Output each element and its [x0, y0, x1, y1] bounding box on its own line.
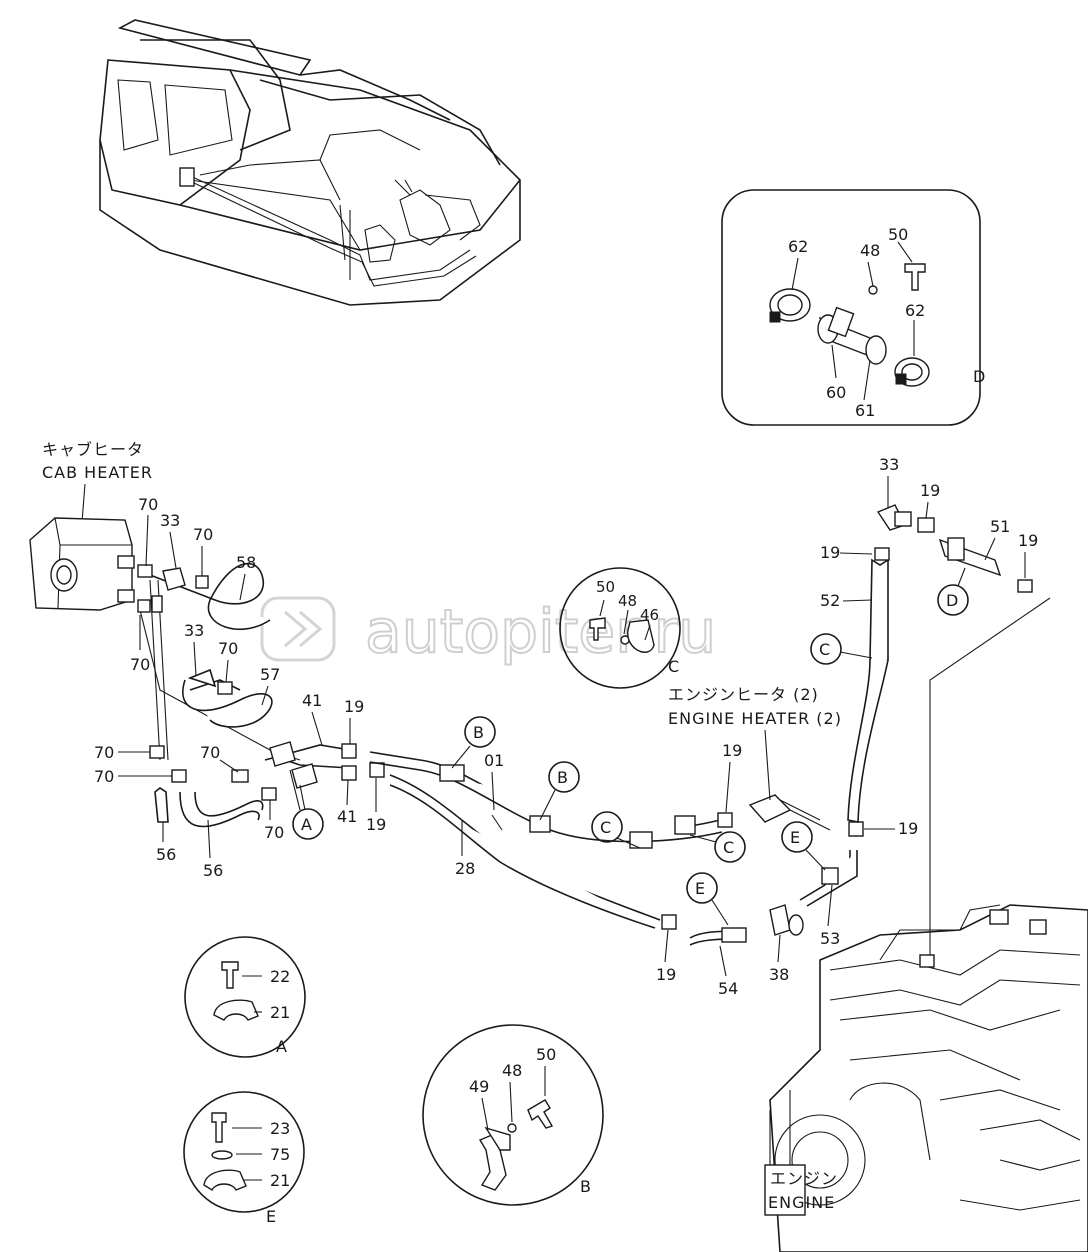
- part-label-70: 70: [94, 743, 114, 762]
- part-label-41: 41: [337, 807, 357, 826]
- part-label-46: 46: [640, 606, 659, 624]
- part-label-62: 62: [905, 301, 925, 320]
- cab-heater-label-jp: キャブヒータ: [42, 440, 144, 459]
- part-label-33: 33: [184, 621, 204, 640]
- part-label-48: 48: [502, 1061, 522, 1080]
- engine-label-en: ENGINE: [768, 1193, 835, 1212]
- callout-e: E: [790, 828, 800, 847]
- callout-c: C: [819, 640, 830, 659]
- part-label-19: 19: [344, 697, 364, 716]
- part-label-61: 61: [855, 401, 875, 420]
- part-labels: 70 33 70 58 33 70 70 57 41 19 70 70 70 7…: [94, 455, 1038, 998]
- detail-a: 22 21 A: [184, 936, 306, 1058]
- part-label-56: 56: [203, 861, 223, 880]
- part-label-19: 19: [656, 965, 676, 984]
- callout-b: B: [557, 768, 568, 787]
- watermark-text: autopiter.ru: [365, 597, 716, 667]
- part-label-21: 21: [270, 1171, 290, 1190]
- part-label-51: 51: [990, 517, 1010, 536]
- part-label-48: 48: [860, 241, 880, 260]
- part-label-19: 19: [722, 741, 742, 760]
- part-label-21: 21: [270, 1003, 290, 1022]
- callout-e: E: [695, 879, 705, 898]
- main-hose-run: [264, 741, 864, 946]
- part-label-62: 62: [788, 237, 808, 256]
- part-label-19: 19: [1018, 531, 1038, 550]
- engine-heater-hose: [847, 504, 1051, 960]
- callout-b: B: [473, 723, 484, 742]
- detail-letter-a: A: [276, 1037, 287, 1056]
- detail-d: 62 48 50 62 60 61 D: [721, 189, 985, 426]
- detail-c: 50 48 46 C: [559, 567, 681, 689]
- engine-label-jp: エンジン: [770, 1169, 838, 1188]
- part-label-70: 70: [94, 767, 114, 786]
- part-label-53: 53: [820, 929, 840, 948]
- callout-c: C: [723, 838, 734, 857]
- part-label-56: 56: [156, 845, 176, 864]
- engine-illustration: エンジン ENGINE: [764, 904, 1088, 1252]
- cab-heater-label-en: CAB HEATER: [42, 463, 153, 482]
- detail-letter-e: E: [266, 1207, 276, 1226]
- detail-b: 49 48 50 B: [422, 1024, 604, 1206]
- part-label-70: 70: [200, 743, 220, 762]
- part-label-50: 50: [536, 1045, 556, 1064]
- part-label-01: 01: [484, 751, 504, 770]
- part-label-70: 70: [130, 655, 150, 674]
- part-label-19: 19: [920, 481, 940, 500]
- callout-c: C: [600, 818, 611, 837]
- part-label-19: 19: [366, 815, 386, 834]
- part-label-60: 60: [826, 383, 846, 402]
- callouts: A B B C C C E E D: [289, 567, 969, 926]
- part-label-41: 41: [302, 691, 322, 710]
- part-label-58: 58: [236, 553, 256, 572]
- part-label-70: 70: [264, 823, 284, 842]
- part-label-19: 19: [820, 543, 840, 562]
- part-label-19: 19: [898, 819, 918, 838]
- part-label-33: 33: [160, 511, 180, 530]
- detail-letter-b: B: [580, 1177, 591, 1196]
- part-label-50: 50: [888, 225, 908, 244]
- part-label-52: 52: [820, 591, 840, 610]
- cab-hose-group: [137, 562, 301, 828]
- engine-heater-label-en: ENGINE HEATER (2): [668, 709, 842, 728]
- part-label-54: 54: [718, 979, 738, 998]
- part-label-38: 38: [769, 965, 789, 984]
- excavator-illustration: [99, 19, 521, 306]
- part-label-50: 50: [596, 578, 615, 596]
- detail-letter-d: D: [973, 367, 985, 386]
- cab-heater-unit: [29, 517, 135, 611]
- part-label-48: 48: [618, 592, 637, 610]
- watermark: autopiter.ru: [260, 596, 717, 668]
- part-label-22: 22: [270, 967, 290, 986]
- part-label-33: 33: [879, 455, 899, 474]
- part-label-49: 49: [469, 1077, 489, 1096]
- part-label-23: 23: [270, 1119, 290, 1138]
- part-label-28: 28: [455, 859, 475, 878]
- engine-heater-label-jp: エンジンヒータ (2): [668, 685, 819, 704]
- detail-e: 23 75 21 E: [183, 1091, 305, 1226]
- part-label-75: 75: [270, 1145, 290, 1164]
- part-label-57: 57: [260, 665, 280, 684]
- detail-letter-c: C: [668, 657, 679, 676]
- part-label-70: 70: [218, 639, 238, 658]
- callout-d: D: [946, 591, 958, 610]
- callout-a: A: [301, 815, 312, 834]
- part-label-70: 70: [193, 525, 213, 544]
- part-label-70: 70: [138, 495, 158, 514]
